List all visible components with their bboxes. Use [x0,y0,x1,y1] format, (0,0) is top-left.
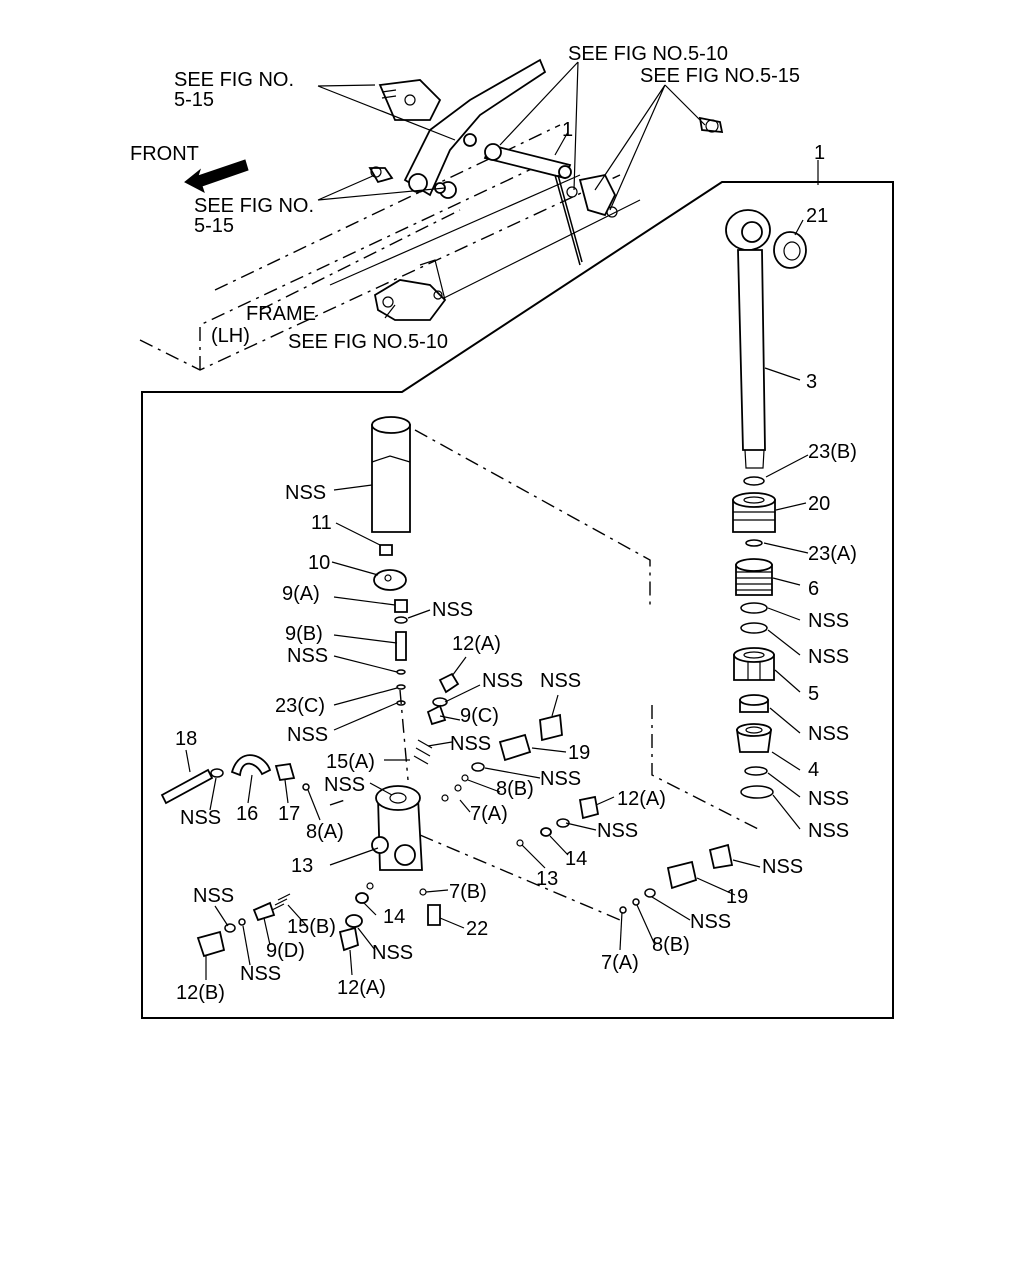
right-column-parts [725,209,807,799]
callout-7b: 7(B) [449,881,487,903]
callout-9a: 9(A) [282,583,320,605]
callout-nss: NSS [287,724,328,746]
bracket-arm [403,58,547,197]
front-label: FRONT [130,143,199,165]
callout-nss: NSS [597,820,638,842]
callout-23b: 23(B) [808,441,857,463]
see-fig-5-15-label: 5-15 [194,215,234,237]
center-column-parts [160,416,734,958]
callout-nss: NSS [324,774,365,796]
callout-14: 14 [565,848,587,870]
callout-nss: NSS [762,856,803,878]
callout-14: 14 [383,906,405,928]
callout-nss: NSS [482,670,523,692]
callout-22: 22 [466,918,488,940]
callout-10: 10 [308,552,330,574]
callout-9c: 9(C) [460,705,499,727]
callout-nss: NSS [808,723,849,745]
see-fig-5-10-label: SEE FIG NO.5-10 [288,331,448,353]
callout-nss: NSS [450,733,491,755]
callout-1-box: 1 [814,142,825,164]
callout-12b: 12(B) [176,982,225,1004]
callout-12a: 12(A) [337,977,386,999]
callout-8b: 8(B) [652,934,690,956]
callout-nss: NSS [240,963,281,985]
callout-18: 18 [175,728,197,750]
top-view-labels: SEE FIG NO. 5-15 SEE FIG NO.5-10 SEE FIG… [130,43,825,353]
bracket-right [578,173,617,217]
exploded-view-frame [141,181,894,1019]
callout-nss: NSS [285,482,326,504]
callout-9b: 9(B) [285,623,323,645]
callout-3: 3 [806,371,817,393]
callout-nss: NSS [193,885,234,907]
frame-label: FRAME [246,303,316,325]
callout-nss: NSS [808,820,849,842]
callout-7a: 7(A) [601,952,639,974]
callout-11: 11 [311,512,332,534]
callout-nss: NSS [540,768,581,790]
callout-6: 6 [808,578,819,600]
callout-nss: NSS [540,670,581,692]
callout-8b: 8(B) [496,778,534,800]
callout-1-top: 1 [562,119,573,141]
see-fig-5-15-label: SEE FIG NO.5-15 [640,65,800,87]
callout-23c: 23(C) [275,695,325,717]
callout-15b: 15(B) [287,916,336,938]
callout-7a: 7(A) [470,803,508,825]
callout-nss: NSS [808,788,849,810]
callout-5: 5 [808,683,819,705]
callout-9d: 9(D) [266,940,305,962]
callout-8a: 8(A) [306,821,344,843]
front-arrow-icon [184,159,249,194]
callout-16: 16 [236,803,258,825]
frame-bracket [373,279,447,321]
callout-4: 4 [808,759,819,781]
callout-nss: NSS [287,645,328,667]
callout-13: 13 [291,855,313,877]
callout-17: 17 [278,803,300,825]
callout-labels: 21 3 23(B) 20 23(A) 6 NSS NSS 5 NSS 4 NS… [175,205,857,1004]
callout-12a: 12(A) [617,788,666,810]
see-fig-5-10-label: SEE FIG NO.5-10 [568,43,728,65]
callout-13: 13 [536,868,558,890]
see-fig-5-15-label: 5-15 [174,89,214,111]
leader-lines [185,219,809,980]
lh-label: (LH) [211,325,250,347]
callout-21: 21 [806,205,828,227]
callout-nss: NSS [372,942,413,964]
callout-nss: NSS [808,610,849,632]
callout-12a: 12(A) [452,633,501,655]
callout-nss: NSS [180,807,221,829]
callout-15a: 15(A) [326,751,375,773]
callout-20: 20 [808,493,830,515]
callout-23a: 23(A) [808,543,857,565]
see-fig-5-15-label: SEE FIG NO. [194,195,314,217]
callout-nss: NSS [432,599,473,621]
callout-nss: NSS [690,911,731,933]
callout-nss: NSS [808,646,849,668]
callout-19: 19 [568,742,590,764]
see-fig-5-15-label: SEE FIG NO. [174,69,294,91]
top-assembly-view [139,58,724,371]
callout-19: 19 [726,886,748,908]
